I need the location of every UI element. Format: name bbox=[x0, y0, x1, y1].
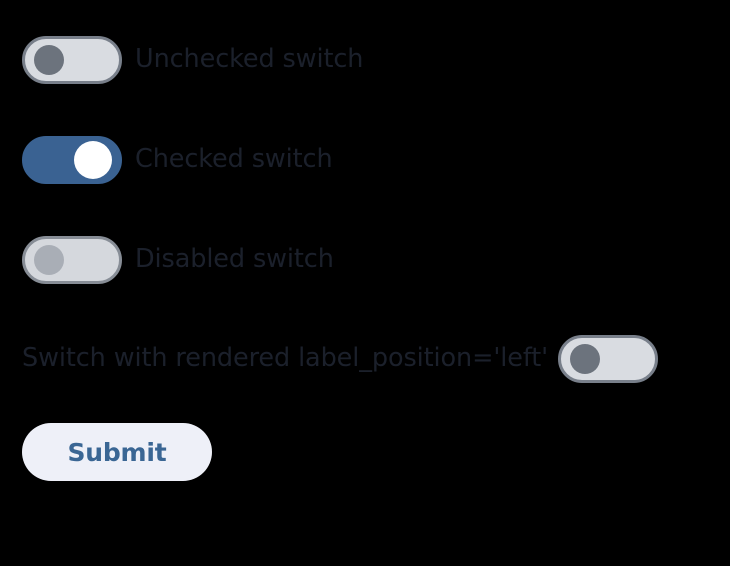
label-left-switch-label: Switch with rendered label_position='lef… bbox=[22, 343, 549, 374]
switch-row-label-left: Switch with rendered label_position='lef… bbox=[22, 331, 708, 387]
switch-knob-icon bbox=[570, 344, 601, 374]
switch-knob-icon bbox=[34, 245, 64, 275]
disabled-switch-label: Disabled switch bbox=[135, 244, 334, 275]
switch-knob-icon bbox=[34, 45, 64, 75]
unchecked-switch-toggle[interactable] bbox=[22, 36, 122, 84]
checked-switch-toggle[interactable] bbox=[22, 136, 122, 184]
switch-knob-icon bbox=[74, 141, 112, 179]
switch-row-checked: Checked switch bbox=[22, 132, 333, 188]
label-left-switch-toggle[interactable] bbox=[558, 335, 659, 383]
submit-button[interactable]: Submit bbox=[22, 423, 212, 481]
disabled-switch-toggle bbox=[22, 236, 122, 284]
switch-row-disabled: Disabled switch bbox=[22, 232, 334, 288]
unchecked-switch-label: Unchecked switch bbox=[135, 44, 364, 75]
switch-row-unchecked: Unchecked switch bbox=[22, 32, 363, 88]
checked-switch-label: Checked switch bbox=[135, 144, 333, 175]
